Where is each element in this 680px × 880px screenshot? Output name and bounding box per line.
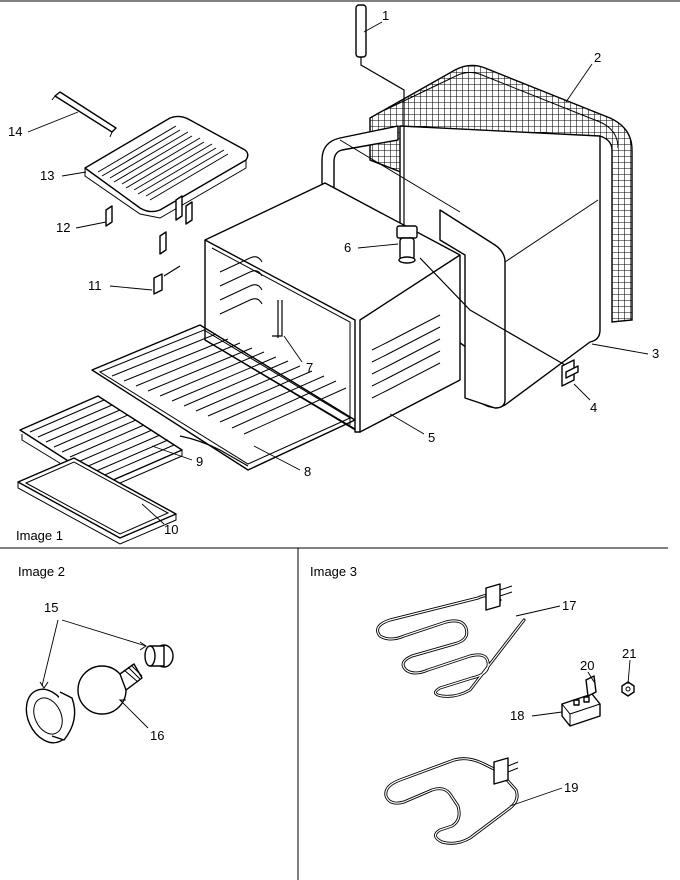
panel-label-image-2: Image 2 — [18, 564, 65, 579]
callout-21: 21 — [622, 646, 636, 661]
temperature-sensor — [355, 4, 566, 366]
callout-3: 3 — [652, 346, 659, 361]
callout-20: 20 — [580, 658, 594, 673]
callout-18: 18 — [510, 708, 524, 723]
rack-supports — [105, 195, 193, 255]
light-sleeve — [144, 644, 174, 668]
callout-15: 15 — [44, 600, 58, 615]
callout-14: 14 — [8, 124, 22, 139]
image-2-light-assembly: Image 2 15 16 — [18, 564, 174, 744]
terminal-block — [561, 693, 601, 727]
broil-pan — [17, 457, 177, 545]
broiler-rack — [84, 115, 249, 219]
panel-label-image-1: Image 1 — [16, 528, 63, 543]
image-3-elements: Image 3 — [310, 564, 636, 845]
callout-1: 1 — [382, 8, 389, 23]
callout-6: 6 — [344, 240, 351, 255]
callout-5: 5 — [428, 430, 435, 445]
broil-element — [376, 583, 526, 698]
light-bulb — [77, 663, 143, 715]
callout-9: 9 — [196, 454, 203, 469]
bake-element — [384, 757, 519, 845]
callout-10: 10 — [164, 522, 178, 537]
hinge-bracket — [561, 359, 579, 387]
callout-7: 7 — [306, 360, 313, 375]
callout-16: 16 — [150, 728, 164, 743]
callout-8: 8 — [304, 464, 311, 479]
callout-11: 11 — [88, 278, 102, 293]
light-lens-cover — [25, 688, 76, 744]
callout-12: 12 — [56, 220, 70, 235]
element-clip — [585, 675, 597, 697]
rack-handle — [51, 91, 117, 138]
outer-frame — [321, 125, 601, 409]
bake-element-terminal — [272, 300, 283, 338]
image-1-leaders — [27, 21, 649, 525]
callout-2: 2 — [594, 50, 601, 65]
element-nut — [621, 681, 635, 697]
callout-4: 4 — [590, 400, 597, 415]
light-socket — [396, 225, 418, 264]
callout-17: 17 — [562, 598, 576, 613]
image-1-exploded-oven: 1 2 3 4 5 6 7 8 9 10 11 12 13 14 Image 1 — [8, 4, 659, 545]
callout-13: 13 — [40, 168, 54, 183]
panel-label-image-3: Image 3 — [310, 564, 357, 579]
rack-clip — [153, 265, 181, 295]
oven-rack-large — [91, 324, 356, 471]
callout-19: 19 — [564, 780, 578, 795]
